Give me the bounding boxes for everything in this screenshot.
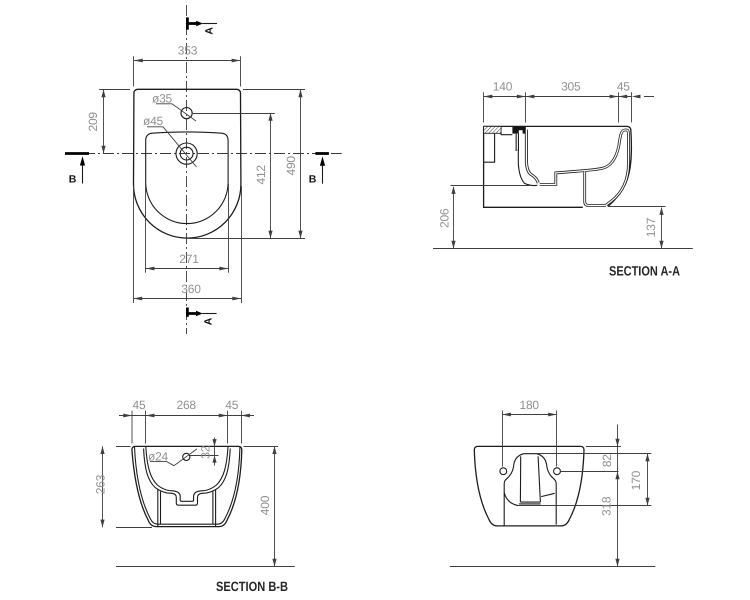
- svg-text:ø35: ø35: [152, 91, 173, 105]
- svg-text:490: 490: [284, 156, 298, 176]
- svg-text:360: 360: [181, 282, 201, 296]
- svg-text:ø45: ø45: [143, 114, 164, 128]
- svg-text:209: 209: [86, 112, 100, 132]
- svg-text:A: A: [202, 317, 214, 325]
- svg-text:B: B: [69, 174, 77, 186]
- svg-text:400: 400: [258, 495, 272, 515]
- svg-text:206: 206: [437, 208, 451, 228]
- svg-text:B: B: [309, 174, 317, 186]
- svg-text:ø24: ø24: [148, 450, 169, 464]
- svg-text:137: 137: [644, 217, 658, 237]
- svg-text:SECTION A-A: SECTION A-A: [609, 264, 680, 279]
- svg-text:318: 318: [600, 496, 614, 516]
- svg-text:82: 82: [600, 454, 614, 467]
- svg-text:45: 45: [133, 398, 146, 412]
- svg-text:305: 305: [561, 80, 581, 94]
- svg-text:140: 140: [493, 80, 513, 94]
- svg-text:268: 268: [176, 398, 196, 412]
- svg-text:45: 45: [225, 398, 238, 412]
- svg-text:170: 170: [629, 470, 643, 490]
- svg-text:412: 412: [254, 165, 268, 185]
- svg-text:32: 32: [199, 445, 213, 458]
- svg-text:SECTION B-B: SECTION B-B: [216, 579, 288, 594]
- svg-text:45: 45: [617, 80, 630, 94]
- svg-text:353: 353: [178, 44, 198, 58]
- svg-text:263: 263: [93, 474, 107, 494]
- svg-text:180: 180: [519, 398, 539, 412]
- svg-text:A: A: [204, 27, 216, 35]
- svg-text:271: 271: [179, 252, 199, 266]
